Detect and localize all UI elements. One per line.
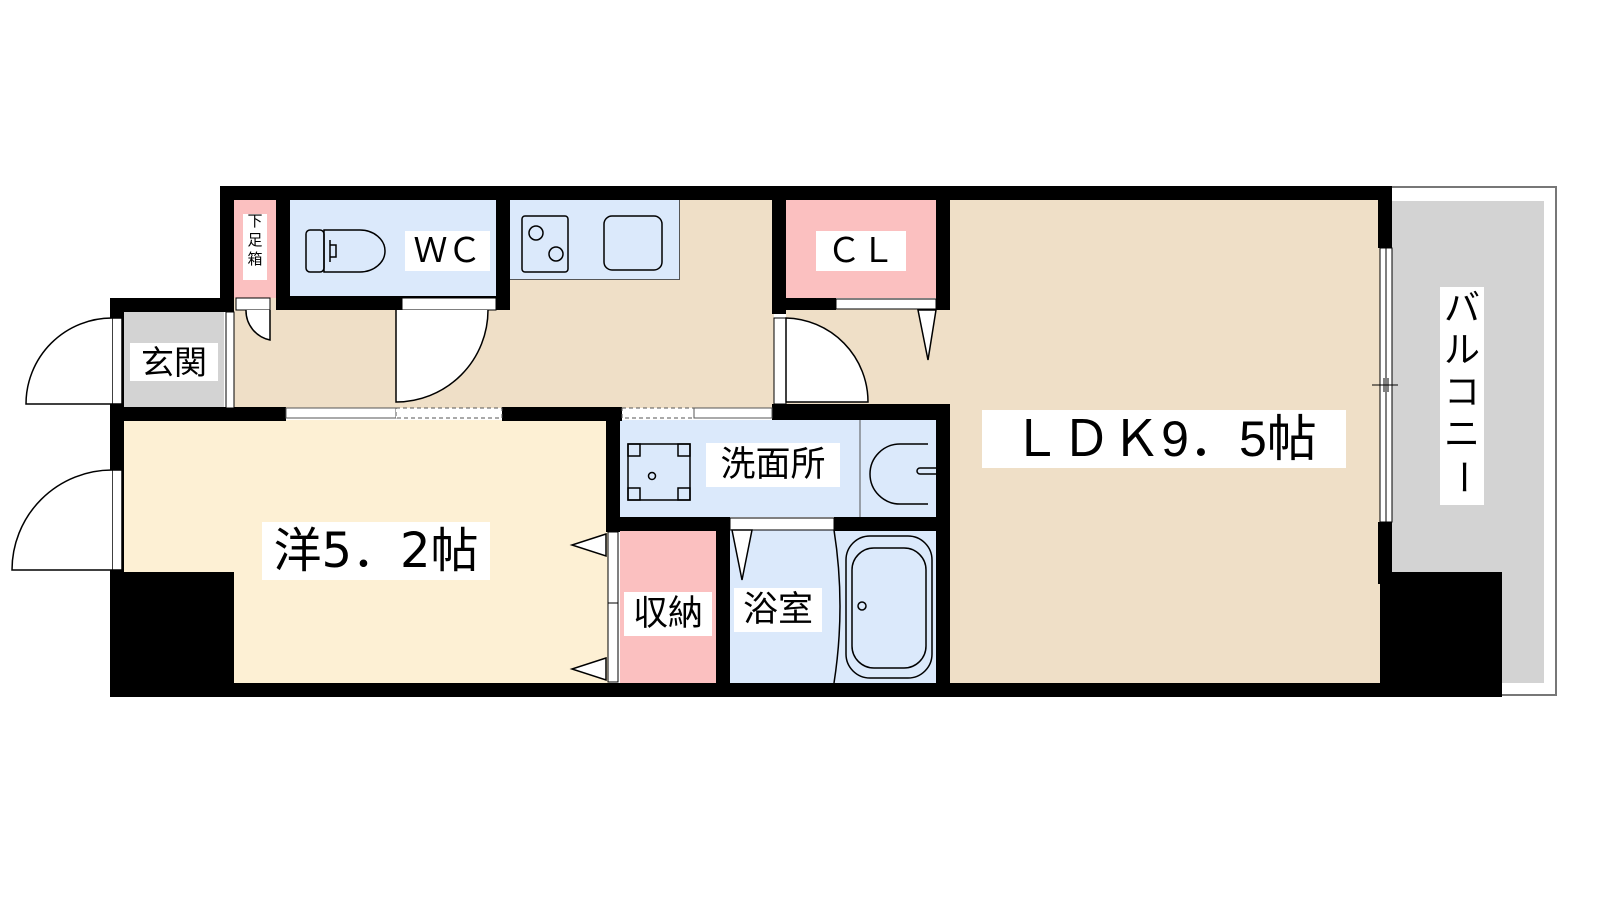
bathroom-folding-door [731, 529, 753, 581]
balcony-char-1: バ [1443, 288, 1480, 329]
storage-folding-door-bottom [569, 656, 607, 682]
wall-western-right [606, 407, 620, 532]
wall-wc-kitchen [496, 186, 510, 310]
shoe-box-label: 下 足 箱 [243, 214, 267, 280]
balcony-char-2: ル [1443, 330, 1480, 371]
wc-door [395, 309, 489, 403]
shoe-box-char-2: 足 [247, 231, 263, 249]
storage-folding-door-top [569, 532, 607, 558]
wall-storage-bath [716, 517, 730, 687]
wall-wash-bottom-left [606, 517, 730, 531]
wall-closet-bottom [772, 298, 836, 310]
balcony-label: バ ル コ ニ ー [1440, 287, 1484, 505]
wall-column-right [1380, 572, 1502, 696]
toilet-fixture [305, 229, 386, 273]
wall-bottom [110, 683, 1502, 697]
storage-label: 収納 [624, 592, 712, 636]
closet-label: ＣＬ [816, 231, 906, 271]
wall-wash-top-right [772, 404, 950, 420]
wall-entrance-top [110, 298, 234, 312]
ldk-door [785, 317, 869, 403]
shoe-box-char-3: 箱 [247, 250, 263, 268]
western-room-sliding-door [285, 407, 503, 419]
washbasin-fixture [869, 443, 936, 505]
washroom-label: 洗面所 [706, 443, 840, 487]
balcony-char-4: ニ [1443, 414, 1480, 455]
wall-hall-bottom [110, 407, 286, 421]
wall-closet-ldk [936, 186, 950, 310]
western-room-label: 洋5．2帖 [262, 522, 490, 580]
balcony-char-3: コ [1443, 372, 1480, 413]
bathroom-label: 浴室 [734, 588, 822, 632]
balcony-char-5: ー [1441, 458, 1483, 496]
western-room-exterior-door [11, 469, 123, 571]
wall-kitchen-closet [772, 186, 786, 314]
wc-label: ＷＣ [405, 231, 490, 271]
wall-top [220, 186, 1392, 200]
wall-right-upper [1378, 186, 1392, 248]
kitchen-sink-fixture [603, 215, 663, 271]
wall-column-left [110, 572, 234, 696]
ldk-label: ＬＤＫ9．5帖 [982, 410, 1346, 468]
entrance-frame [225, 311, 235, 409]
closet-folding-door [917, 309, 937, 361]
wall-shoebox-wc [276, 186, 290, 310]
washing-machine-pan [627, 443, 691, 501]
wall-hall-bottom-mid [502, 407, 622, 421]
wall-wet-ldk [936, 404, 950, 687]
bathtub-fixture [833, 529, 933, 684]
stove-fixture [521, 215, 569, 273]
shoe-box-door [245, 309, 271, 341]
shoe-box-char-1: 下 [247, 212, 263, 230]
washroom-sliding-door [621, 407, 773, 419]
wall-left-upper [220, 186, 234, 310]
entrance-door [25, 317, 123, 405]
wall-wash-bottom-right [834, 517, 950, 531]
wall-right-lower [1378, 522, 1392, 584]
balcony-sliding-window [1372, 247, 1398, 523]
entrance-label: 玄関 [130, 343, 218, 381]
